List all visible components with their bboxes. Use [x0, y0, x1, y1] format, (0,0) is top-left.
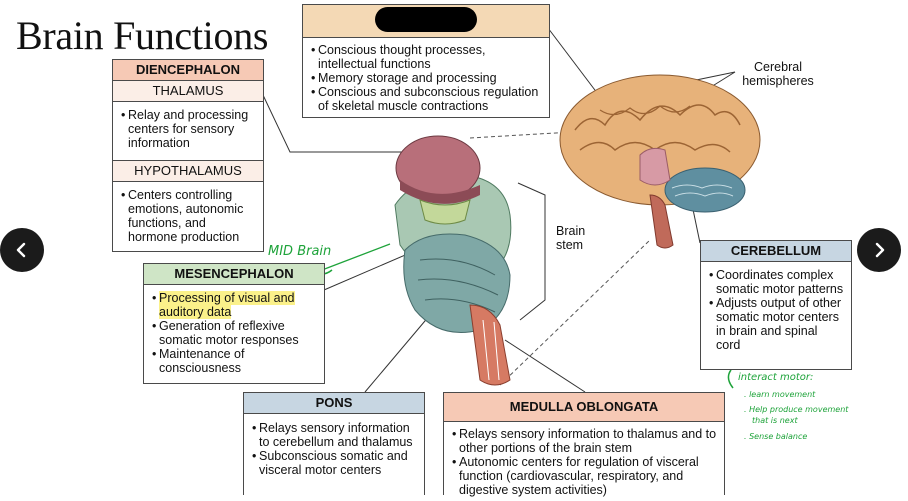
medulla-item: Autonomic centers for regulation of visc… — [452, 455, 718, 497]
cerebral-hemispheres-label: Cerebral hemispheres — [742, 60, 814, 88]
diencephalon-box: DIENCEPHALON THALAMUS Relay and processi… — [112, 59, 264, 252]
redaction-mark — [375, 7, 477, 32]
thalamus-item: Relay and processing centers for sensory… — [121, 108, 257, 150]
pons-box: PONS Relays sensory information to cereb… — [243, 392, 425, 495]
mesencephalon-item: Generation of reflexive somatic motor re… — [152, 319, 318, 347]
handwritten-note: . Help produce movement — [744, 405, 849, 414]
highlighted-text: Processing of visual and auditory data — [159, 291, 295, 319]
hypothalamus-item: Centers controlling emotions, autonomic … — [121, 188, 257, 244]
handwritten-note: . Sense balance — [744, 432, 808, 441]
pons-item: Relays sensory information to cerebellum… — [252, 421, 418, 449]
brain-stem-drawing — [394, 135, 512, 386]
handwritten-note: interact motor: — [738, 372, 814, 383]
medulla-box: MEDULLA OBLONGATA Relays sensory informa… — [443, 392, 725, 497]
diencephalon-header: DIENCEPHALON — [113, 60, 263, 81]
cerebrum-box: Conscious thought processes, intellectua… — [302, 4, 550, 118]
chevron-right-icon — [875, 242, 885, 258]
previous-button[interactable] — [0, 228, 44, 272]
thalamus-title: THALAMUS — [113, 81, 263, 102]
page-title: Brain Functions — [16, 13, 269, 58]
medulla-item: Relays sensory information to thalamus a… — [452, 427, 718, 455]
mesencephalon-item: Maintenance of consciousness — [152, 347, 318, 375]
cerebrum-item: Memory storage and processing — [311, 71, 543, 85]
brain-stem-label: Brain stem — [556, 224, 586, 252]
next-button[interactable] — [857, 228, 901, 272]
handwritten-mid-brain: MID Brain — [268, 244, 332, 259]
chevron-left-icon — [16, 242, 26, 258]
medulla-header: MEDULLA OBLONGATA — [444, 393, 724, 422]
pons-header: PONS — [244, 393, 424, 414]
cerebellum-item: Adjusts output of other somatic motor ce… — [709, 296, 845, 352]
cerebrum-item: Conscious thought processes, intellectua… — [311, 43, 543, 71]
cerebrum-item: Conscious and subconscious regulation of… — [311, 85, 543, 113]
pons-item: Subconscious somatic and visceral motor … — [252, 449, 418, 477]
cerebellum-box: CEREBELLUM Coordinates complex somatic m… — [700, 240, 852, 370]
cerebrum-header — [303, 5, 549, 38]
mesencephalon-item: Processing of visual and auditory data — [152, 291, 318, 319]
handwritten-note: that is next — [752, 416, 798, 425]
hypothalamus-title: HYPOTHALAMUS — [113, 161, 263, 182]
mesencephalon-header: MESENCEPHALON — [144, 264, 324, 285]
cerebellum-header: CEREBELLUM — [701, 241, 851, 262]
cerebellum-item: Coordinates complex somatic motor patter… — [709, 268, 845, 296]
handwritten-note: . learn movement — [744, 390, 816, 399]
mesencephalon-box: MESENCEPHALON Processing of visual and a… — [143, 263, 325, 384]
whole-brain-drawing — [559, 74, 761, 249]
